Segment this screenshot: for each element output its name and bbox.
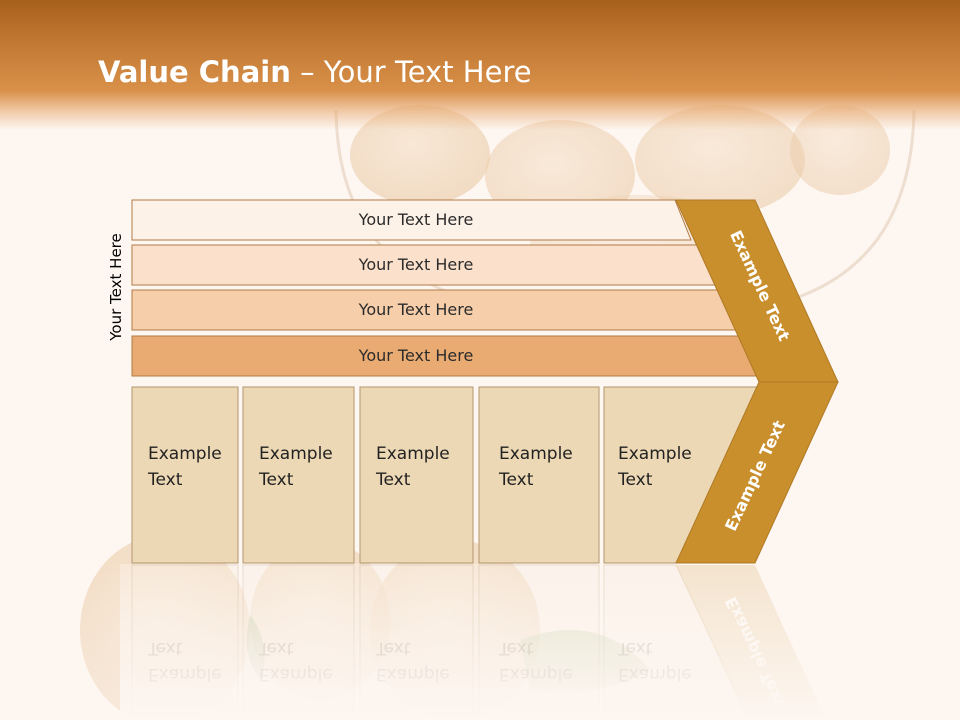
bar-label: Your Text Here bbox=[358, 210, 474, 229]
title-banner bbox=[0, 0, 960, 130]
value-chain-bar-1: Your Text Here bbox=[131, 199, 692, 241]
column-label-line1: Example bbox=[148, 444, 222, 464]
column-label-line2: Text bbox=[498, 470, 534, 490]
value-chain-bar-3: Your Text Here bbox=[131, 289, 740, 331]
column-label-line2: Text bbox=[258, 470, 294, 490]
column-shape bbox=[242, 386, 355, 564]
bar-label: Your Text Here bbox=[358, 346, 474, 365]
title-rest: – Your Text Here bbox=[290, 55, 532, 89]
column-label-line1: Example bbox=[618, 444, 692, 464]
bar-label: Your Text Here bbox=[358, 300, 474, 319]
column-shape bbox=[131, 386, 239, 564]
column-shape bbox=[359, 386, 474, 564]
column-label-line2: Text bbox=[147, 470, 183, 490]
reflection-fade bbox=[120, 564, 860, 720]
value-chain-bar-4: Your Text Here bbox=[131, 335, 764, 377]
page-title: Value Chain – Your Text Here bbox=[98, 55, 532, 89]
bar-shape bbox=[131, 199, 692, 241]
title-strong: Value Chain bbox=[98, 55, 291, 89]
value-chain-bar-2: Your Text Here bbox=[131, 244, 716, 286]
bar-label: Your Text Here bbox=[358, 255, 474, 274]
column-shape bbox=[478, 386, 600, 564]
column-label-line1: Example bbox=[376, 444, 450, 464]
column-label-line2: Text bbox=[617, 470, 653, 490]
column-label-line1: Example bbox=[499, 444, 573, 464]
chevron-lower-shape bbox=[675, 381, 839, 564]
column-label-line2: Text bbox=[375, 470, 411, 490]
column-label-line1: Example bbox=[259, 444, 333, 464]
